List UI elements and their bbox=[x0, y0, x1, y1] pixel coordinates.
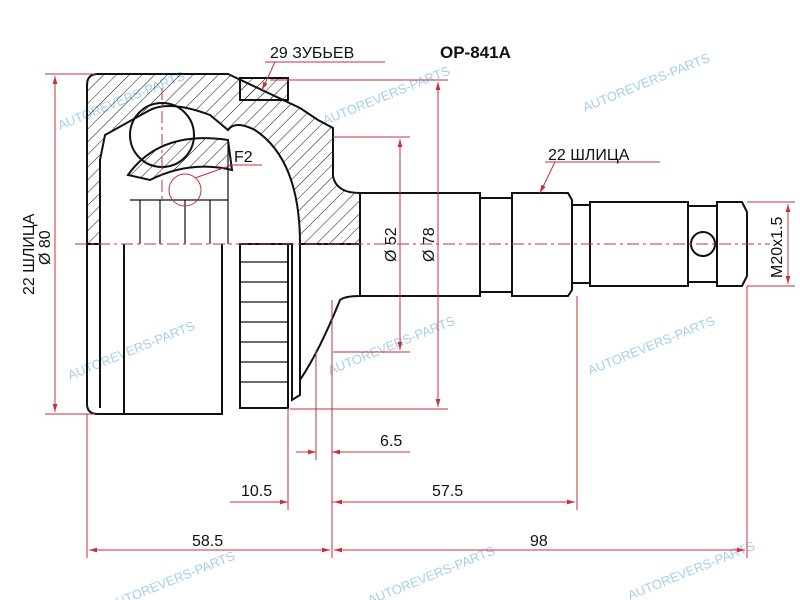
part-number: OP-841A bbox=[440, 43, 511, 62]
watermark: AUTOREVERS-PARTS bbox=[581, 50, 713, 115]
dimension-lines bbox=[45, 61, 795, 558]
watermarks: AUTOREVERS-PARTS AUTOREVERS-PARTS AUTORE… bbox=[56, 50, 758, 600]
watermark: AUTOREVERS-PARTS bbox=[366, 543, 498, 600]
watermark: AUTOREVERS-PARTS bbox=[106, 548, 238, 600]
inner-splines-label: 22 ШЛИЦА bbox=[548, 147, 630, 164]
abs-teeth-label: 29 ЗУБЬЕВ bbox=[270, 45, 354, 62]
abs-teeth-section bbox=[239, 77, 289, 101]
watermark: AUTOREVERS-PARTS bbox=[321, 63, 453, 128]
dim-57-5: 57.5 bbox=[432, 483, 463, 500]
dim-10-5: 10.5 bbox=[241, 483, 272, 500]
thread-label: M20x1.5 bbox=[769, 217, 786, 278]
dim-6-5: 6.5 bbox=[380, 433, 402, 450]
watermark: AUTOREVERS-PARTS bbox=[66, 318, 198, 383]
diameter-52-label: Ø 52 bbox=[383, 227, 400, 262]
f2-label: F2 bbox=[234, 149, 253, 166]
outer-diameter-label: Ø 80 bbox=[37, 230, 54, 265]
diameter-78-label: Ø 78 bbox=[421, 227, 438, 262]
dim-98: 98 bbox=[530, 533, 548, 550]
outer-splines-label: 22 ШЛИЦА bbox=[21, 213, 38, 295]
f2-detail-circle bbox=[168, 173, 202, 207]
watermark: AUTOREVERS-PARTS bbox=[586, 313, 718, 378]
abs-ring bbox=[239, 243, 289, 409]
dim-58-5: 58.5 bbox=[192, 533, 223, 550]
watermark: AUTOREVERS-PARTS bbox=[626, 538, 758, 600]
